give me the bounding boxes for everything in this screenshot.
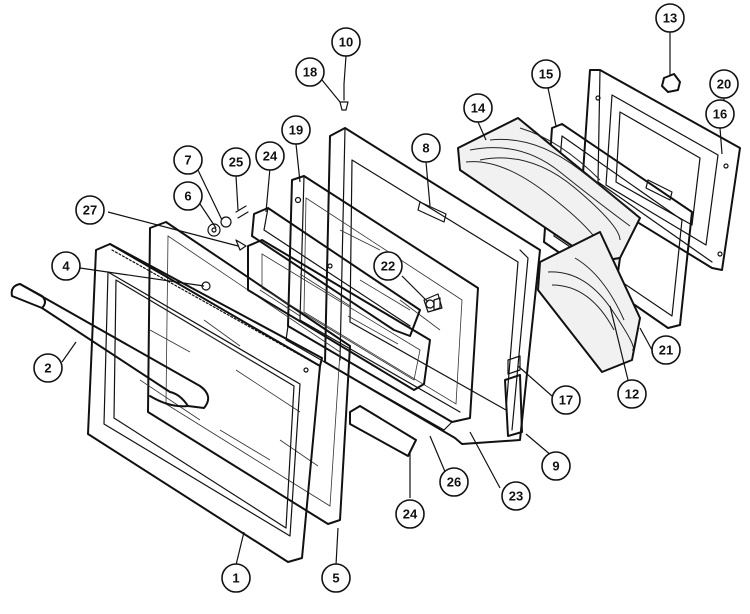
callout-8: 8: [411, 133, 441, 163]
part-inner-glass-pack: [285, 175, 479, 431]
part-glass-channel-strips: [251, 207, 421, 457]
svg-text:15: 15: [539, 67, 553, 82]
callout-26: 26: [439, 467, 469, 497]
callout-1: 1: [221, 563, 251, 593]
callout-9: 9: [541, 451, 571, 481]
callout-17: 17: [551, 385, 581, 415]
callout-20: 20: [709, 69, 739, 99]
part-insulation-lower: [537, 231, 641, 373]
callout-23: 23: [501, 481, 531, 511]
part-glass-panel: [147, 221, 351, 525]
callout-25: 25: [221, 147, 251, 177]
svg-text:10: 10: [339, 35, 353, 50]
part-screws-and-clips: [201, 83, 441, 311]
svg-text:27: 27: [83, 203, 97, 218]
svg-text:6: 6: [184, 189, 191, 204]
svg-text:22: 22: [381, 259, 395, 274]
callout-7: 7: [173, 145, 203, 175]
callout-labels: 1 2 4 5 6 7 8 9 10 12 13 14 15 16 17 18 …: [33, 3, 739, 593]
part-window-glass: [247, 239, 431, 391]
svg-text:2: 2: [44, 361, 51, 376]
svg-text:20: 20: [717, 77, 731, 92]
svg-text:24: 24: [403, 507, 418, 522]
svg-text:17: 17: [559, 393, 573, 408]
callout-16: 16: [705, 99, 735, 129]
svg-text:1: 1: [232, 571, 239, 586]
callout-24-bottom: 24: [395, 499, 425, 529]
svg-text:23: 23: [509, 489, 523, 504]
callout-18: 18: [295, 57, 325, 87]
part-outer-door-panel: [87, 243, 323, 563]
svg-text:19: 19: [289, 123, 303, 138]
svg-text:18: 18: [303, 65, 317, 80]
callout-6: 6: [173, 181, 203, 211]
callout-22: 22: [373, 251, 403, 281]
svg-text:4: 4: [62, 259, 70, 274]
callout-19: 19: [281, 115, 311, 145]
callout-27: 27: [75, 195, 105, 225]
callout-14: 14: [463, 93, 493, 123]
svg-text:5: 5: [332, 571, 339, 586]
svg-text:8: 8: [422, 141, 429, 156]
svg-text:7: 7: [184, 153, 191, 168]
callout-15: 15: [531, 59, 561, 89]
callout-13: 13: [655, 3, 685, 33]
svg-text:24: 24: [263, 149, 278, 164]
svg-text:26: 26: [447, 475, 461, 490]
callout-12: 12: [617, 379, 647, 409]
svg-text:21: 21: [659, 343, 673, 358]
svg-text:13: 13: [663, 11, 677, 26]
callout-10: 10: [331, 27, 361, 57]
svg-text:14: 14: [471, 101, 486, 116]
callout-5: 5: [321, 563, 351, 593]
callout-21: 21: [651, 335, 681, 365]
callout-4: 4: [51, 251, 81, 281]
svg-text:16: 16: [713, 107, 727, 122]
svg-text:25: 25: [229, 155, 243, 170]
callout-24-top: 24: [255, 141, 285, 171]
part-clip: [661, 73, 681, 93]
svg-text:12: 12: [625, 387, 639, 402]
svg-text:9: 9: [552, 459, 559, 474]
callout-2: 2: [33, 353, 63, 383]
part-door-handle: [10, 283, 210, 409]
